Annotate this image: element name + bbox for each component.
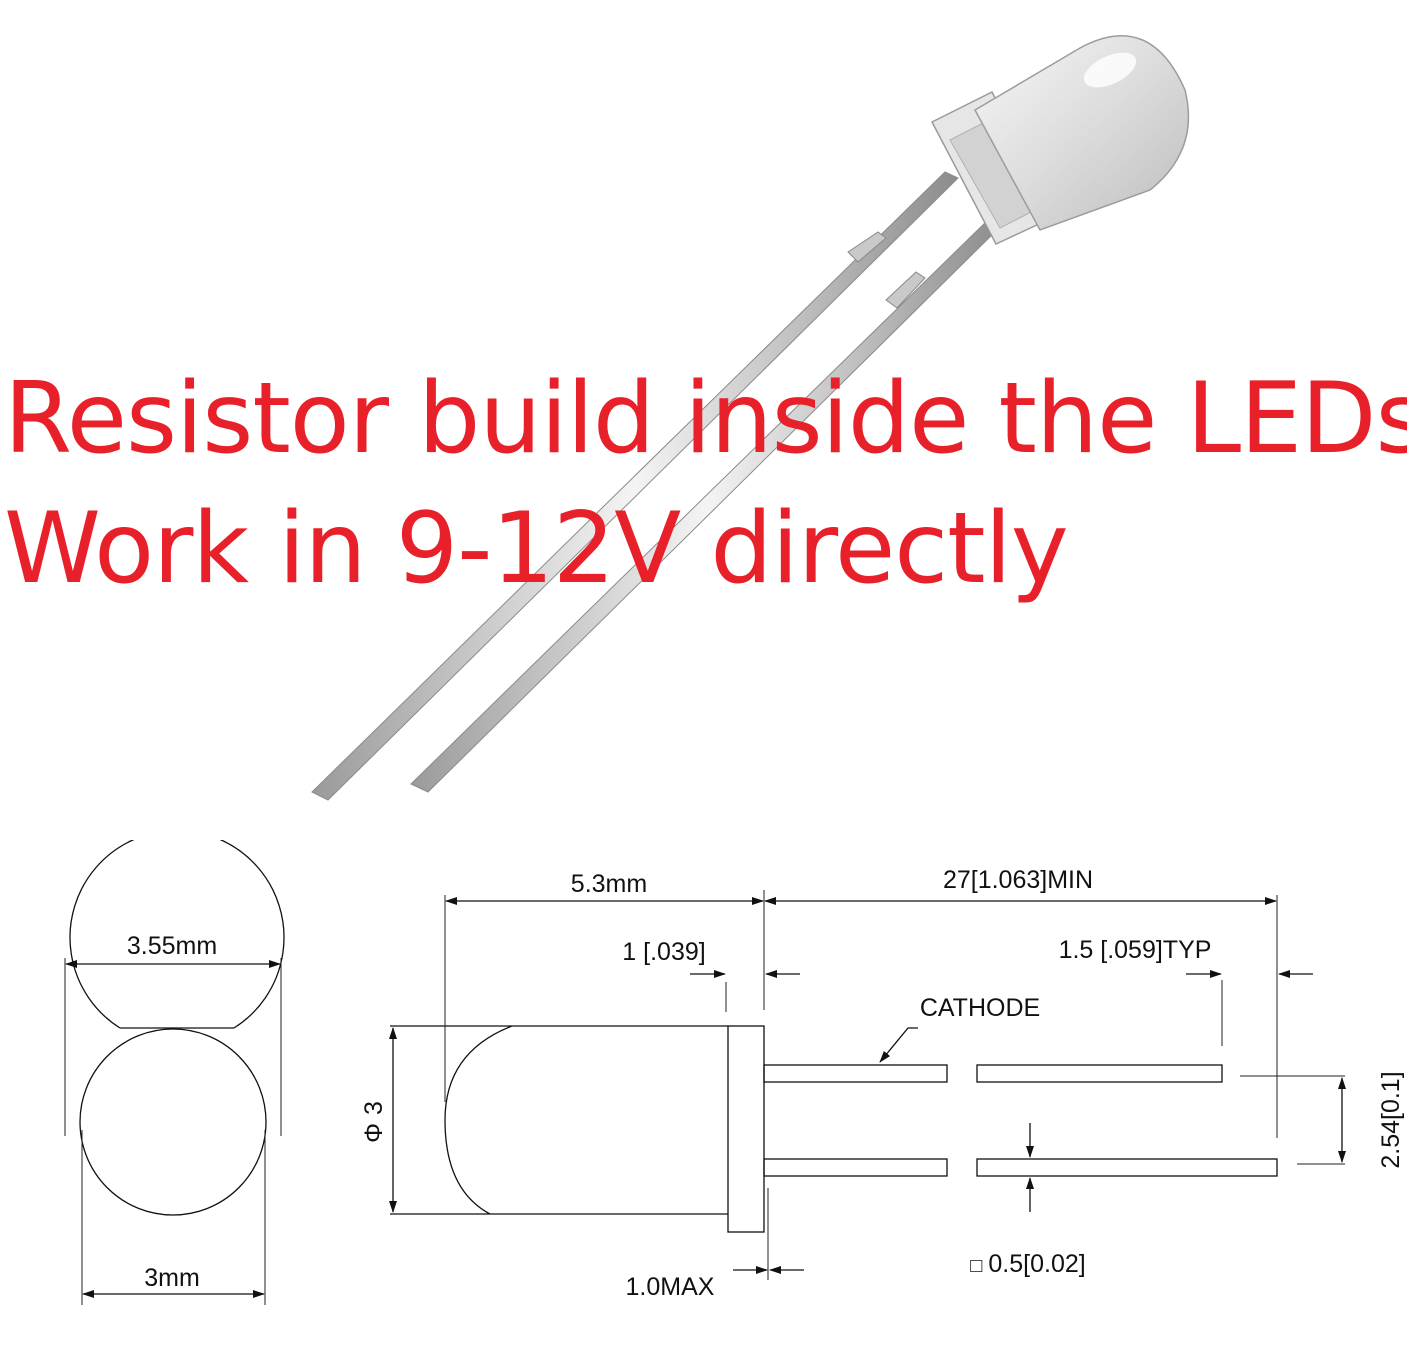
svg-text:□0.5[0.02]: □ 0.5[0.02] <box>970 1250 1085 1278</box>
side-view: 5.3mm 27[1.063]MIN 1 [.039] 1.5 [.059]TY… <box>360 866 1405 1301</box>
led-lead-left <box>311 171 959 801</box>
diameter-symbol: Φ <box>360 1123 388 1143</box>
led-flange-outline <box>727 1025 765 1233</box>
headline-line-1: Resistor build inside the LEDs. <box>4 362 1407 476</box>
led-photo <box>311 35 1190 801</box>
led-body-outline <box>390 1025 513 1215</box>
inner-diameter-label: 3mm <box>144 1264 200 1292</box>
led-dome <box>973 35 1190 231</box>
svg-text:Φ3: Φ3 <box>360 1101 388 1143</box>
lead-spacing-label: 2.54[0.1] <box>1377 1071 1405 1168</box>
anode-lead-outer <box>976 1158 1278 1177</box>
cathode-lead-inner <box>763 1064 948 1083</box>
led-flange <box>930 90 1058 245</box>
outer-diameter-label: 3.55mm <box>127 932 217 960</box>
body-diameter-label: 3 <box>360 1101 388 1115</box>
square-symbol: □ <box>970 1255 982 1277</box>
dimension-drawing: 3.55mm 3mm 5.3mm 27[1.063]MIN 1 [.0 <box>64 840 1405 1305</box>
anode-lead-inner <box>763 1158 948 1177</box>
lead-stub-label: 1.5 [.059]TYP <box>1059 936 1212 964</box>
flange-width-label: 1 [.039] <box>622 938 705 966</box>
front-view: 3.55mm 3mm <box>64 840 285 1305</box>
lead-square-label: 0.5[0.02] <box>988 1250 1085 1278</box>
front-view-inner-circle <box>79 1028 267 1216</box>
cathode-leader <box>879 1027 918 1063</box>
cathode-label: CATHODE <box>920 994 1040 1022</box>
lead-length-label: 27[1.063]MIN <box>943 866 1093 894</box>
cathode-lead-outer <box>976 1064 1223 1083</box>
flange-max-label: 1.0MAX <box>626 1273 715 1301</box>
headline-line-2: Work in 9-12V directly <box>4 492 1069 606</box>
front-view-outer-circle <box>69 840 285 1029</box>
body-length-label: 5.3mm <box>571 870 647 898</box>
